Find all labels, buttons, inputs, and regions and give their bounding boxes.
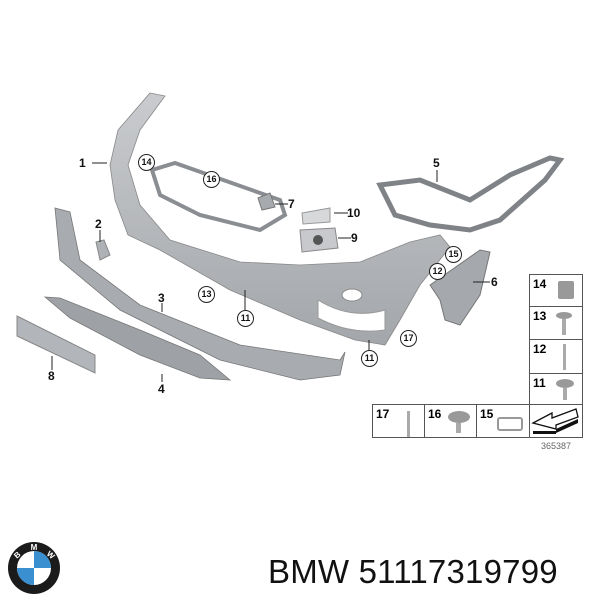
callout-15: 15 xyxy=(445,246,462,263)
svg-text:M: M xyxy=(31,543,38,552)
screw-icon xyxy=(556,312,572,319)
legend-cell-arrow xyxy=(529,404,583,438)
part-number-title: BMW 51117319799 xyxy=(268,553,558,590)
legend-cell-12: 12 xyxy=(529,339,583,374)
callout-12: 12 xyxy=(429,263,446,280)
clip-icon xyxy=(558,281,574,299)
legend-cell-13: 13 xyxy=(529,306,583,340)
clamp-icon xyxy=(497,417,523,431)
front-spoiler xyxy=(54,207,346,381)
side-support xyxy=(376,155,565,233)
part-label-5: 5 xyxy=(433,156,440,170)
part-label-3: 3 xyxy=(158,291,165,305)
callout-14: 14 xyxy=(138,154,155,171)
part-label-8: 8 xyxy=(48,369,55,383)
callout-11: 11 xyxy=(237,310,254,327)
license-plate-base xyxy=(16,315,96,374)
nut-icon xyxy=(448,411,470,423)
legend-cell-15: 15 xyxy=(476,404,530,438)
legend-cell-16: 16 xyxy=(424,404,477,438)
svg-text:W: W xyxy=(45,549,57,561)
legend-cell-11: 11 xyxy=(529,373,583,405)
part-label-4: 4 xyxy=(158,382,165,396)
direction-arrow-icon xyxy=(531,408,579,434)
part-label-6: 6 xyxy=(491,275,498,289)
bmw-logo: M B W xyxy=(8,542,60,594)
part-label-1: 1 xyxy=(79,156,86,170)
callout-16: 16 xyxy=(203,171,220,188)
part-label-2: 2 xyxy=(95,217,102,231)
grille-carrier xyxy=(149,160,288,233)
pin-icon xyxy=(563,344,566,370)
callout-17: 17 xyxy=(400,330,417,347)
callout-13: 13 xyxy=(198,286,215,303)
stud-icon xyxy=(407,411,410,437)
part-label-9: 9 xyxy=(351,231,358,245)
rivet-icon xyxy=(556,379,574,388)
legend-cell-14: 14 xyxy=(529,274,583,307)
legend-cell-17: 17 xyxy=(372,404,425,438)
part-label-7: 7 xyxy=(288,197,295,211)
part-label-10: 10 xyxy=(347,206,361,220)
lower-trim xyxy=(43,296,232,381)
diagram-reference-number: 365387 xyxy=(541,441,572,451)
callout-11: 11 xyxy=(361,350,378,367)
svg-text:B: B xyxy=(12,550,22,561)
